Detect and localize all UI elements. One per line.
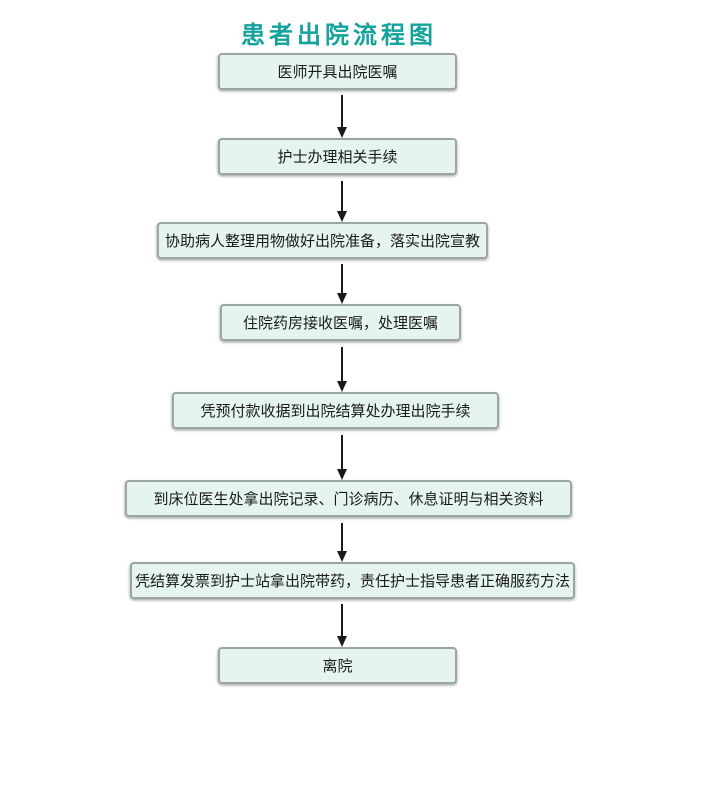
arrow-shaft	[341, 181, 343, 211]
flow-arrow-3	[337, 264, 347, 304]
arrow-down-icon	[337, 469, 347, 480]
flow-step-settle-discharge-at-settlement-office: 凭预付款收据到出院结算处办理出院手续	[172, 392, 499, 429]
flow-arrow-2	[337, 181, 347, 222]
flow-step-nurse-handles-procedures: 护士办理相关手续	[218, 138, 457, 175]
flow-step-collect-records-from-doctor: 到床位医生处拿出院记录、门诊病历、休息证明与相关资料	[125, 480, 572, 517]
arrow-down-icon	[337, 293, 347, 304]
flow-step-leave-hospital: 离院	[218, 647, 457, 684]
arrow-shaft	[341, 604, 343, 636]
arrow-down-icon	[337, 636, 347, 647]
page-title: 患者出院流程图	[241, 21, 437, 49]
flow-arrow-4	[337, 347, 347, 392]
flow-arrow-7	[337, 604, 347, 647]
flow-step-collect-medication-at-nurse-station: 凭结算发票到护士站拿出院带药，责任护士指导患者正确服药方法	[130, 562, 575, 599]
arrow-shaft	[341, 523, 343, 551]
flow-arrow-5	[337, 435, 347, 480]
flow-arrow-6	[337, 523, 347, 562]
flow-arrow-1	[337, 95, 347, 138]
arrow-shaft	[341, 95, 343, 127]
flow-step-pharmacy-processes-orders: 住院药房接收医嘱，处理医嘱	[220, 304, 461, 341]
flow-step-prepare-patient-discharge-education: 协助病人整理用物做好出院准备，落实出院宣教	[157, 222, 488, 259]
arrow-down-icon	[337, 381, 347, 392]
arrow-down-icon	[337, 551, 347, 562]
arrow-down-icon	[337, 127, 347, 138]
arrow-shaft	[341, 435, 343, 469]
arrow-down-icon	[337, 211, 347, 222]
flow-step-doctor-issues-discharge-order: 医师开具出院医嘱	[218, 53, 457, 90]
arrow-shaft	[341, 264, 343, 293]
arrow-shaft	[341, 347, 343, 381]
